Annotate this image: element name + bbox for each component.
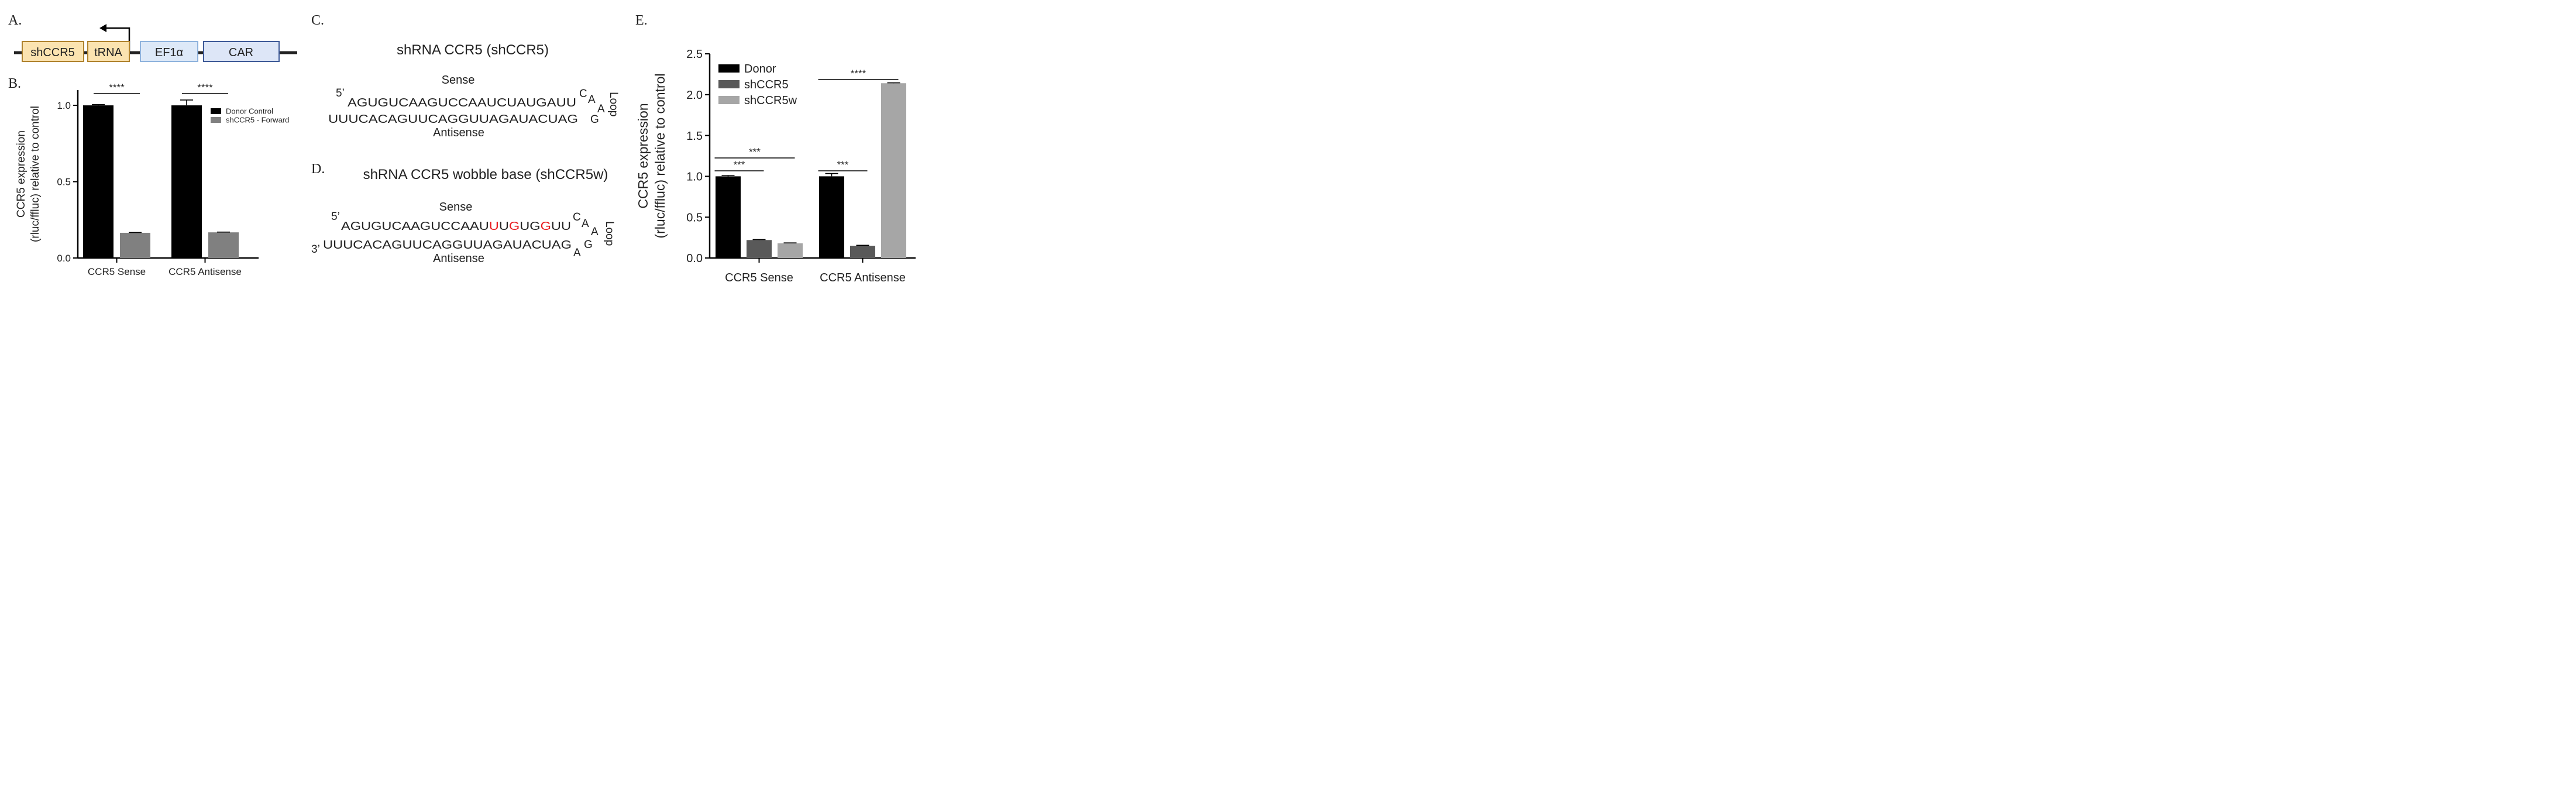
box-trna — [87, 41, 130, 62]
y-axis-label: CCR5 expression(rluc/ffluc) relative to … — [15, 106, 42, 242]
significance-label: **** — [109, 82, 125, 93]
legend-swatch — [211, 108, 221, 114]
legend-label: Donor — [744, 63, 776, 75]
panel-d: D. shRNA CCR5 wobble base (shCCR5w) Sens… — [311, 161, 615, 265]
significance-label: *** — [734, 159, 745, 170]
panel-c-loop-a1: A — [588, 94, 596, 106]
legend-label: shCCR5 - Forward — [226, 116, 289, 125]
y-tick-label: 0.5 — [57, 177, 71, 188]
bar — [171, 105, 202, 258]
y-tick-label: 1.5 — [686, 130, 703, 143]
panel-d-loop-c: C — [573, 211, 581, 223]
bar — [819, 176, 844, 258]
significance-label: *** — [837, 159, 849, 170]
y-tick-label: 2.5 — [686, 48, 703, 61]
panel-c-loop-g: G — [590, 113, 599, 126]
panel-d-loop-label: Loop — [603, 221, 615, 246]
box-car — [203, 41, 280, 62]
seq-part: UU — [551, 220, 571, 233]
panel-c-antisense-seq: UUUCACAGUUCAGGUUAGAUACUAG — [328, 113, 578, 126]
bar — [881, 83, 906, 259]
significance-label: *** — [749, 146, 761, 157]
x-tick-label: CCR5 Antisense — [168, 266, 242, 277]
panel-d-three-prime: 3’ — [311, 243, 320, 256]
panel-c-loop-c: C — [579, 88, 587, 100]
bar — [83, 105, 114, 258]
legend-swatch — [211, 117, 221, 123]
legend-swatch — [718, 80, 740, 88]
box-ef1a — [140, 41, 198, 62]
y-tick-label: 0.0 — [686, 252, 703, 265]
legend-swatch — [718, 96, 740, 104]
x-tick-label: CCR5 Sense — [725, 271, 793, 284]
bar — [778, 243, 803, 258]
panel-d-antisense-seq: UUUCACAGUUCAGGUUAGAUACUAG — [323, 239, 572, 252]
box-ef1a-label: EF1α — [155, 46, 183, 59]
panel-c-letter: C. — [311, 13, 324, 28]
wobble-base: G — [509, 220, 520, 233]
panel-d-loop-g: G — [584, 239, 593, 251]
box-car-label: CAR — [229, 46, 253, 59]
panel-e-letter: E. — [635, 13, 648, 28]
panel-d-loop-a1: A — [582, 218, 589, 230]
panel-c-loop-label: Loop — [607, 92, 620, 116]
y-tick-label: 0.5 — [686, 211, 703, 224]
x-tick-label: CCR5 Sense — [88, 266, 146, 277]
panel-d-five-prime: 5’ — [331, 211, 340, 223]
seq-part: U — [499, 220, 509, 233]
seq-part: UG — [520, 220, 540, 233]
panel-c-loop-a2: A — [597, 103, 605, 115]
y-tick-label: 1.0 — [57, 100, 71, 111]
panel-d-loop-a2: A — [591, 226, 599, 238]
panel-c-sense-label: Sense — [442, 74, 475, 87]
bar — [716, 176, 741, 258]
panel-d-letter: D. — [311, 161, 325, 177]
wobble-base: G — [541, 220, 551, 233]
y-tick-label: 2.0 — [686, 89, 703, 102]
panel-c-sense-seq: AGUGUCAAGUCCAAUCUAUGAUU — [348, 97, 576, 109]
box-shccr5 — [22, 41, 84, 62]
y-axis-label-line: (rluc/ffluc) relative to control — [29, 106, 42, 242]
seq-part: AGUGUCAAGUCCAAU — [341, 220, 489, 233]
bar — [747, 240, 772, 258]
panel-a: A. shCCR5 tRNA EF1α CAR — [8, 13, 297, 62]
y-axis-label: CCR5 expression(rluc/ffluc) relative to … — [635, 73, 668, 238]
bar — [208, 232, 239, 258]
legend-label: shCCR5 — [744, 78, 789, 91]
panel-c-five-prime: 5’ — [336, 87, 345, 99]
y-tick-label: 1.0 — [686, 171, 703, 184]
promoter-arrowhead-icon — [99, 24, 106, 32]
panel-d-title: shRNA CCR5 wobble base (shCCR5w) — [363, 167, 608, 183]
significance-label: **** — [851, 68, 866, 79]
y-axis-label-line: (rluc/ffluc) relative to control — [652, 73, 668, 238]
significance-label: **** — [197, 82, 213, 93]
panel-b-letter: B. — [8, 76, 21, 91]
panel-d-sense-label: Sense — [439, 201, 473, 214]
y-axis-label-line: CCR5 expression — [635, 103, 651, 208]
wobble-base: U — [489, 220, 499, 233]
figure: A. shCCR5 tRNA EF1α CAR B. 0.00.51.0CCR5… — [8, 13, 916, 284]
panel-d-antisense-label: Antisense — [433, 252, 484, 265]
panel-c: C. shRNA CCR5 (shCCR5) Sense 5’ AGUGUCAA… — [311, 13, 620, 139]
panel-a-letter: A. — [8, 13, 22, 28]
y-axis-label-line: CCR5 expression — [15, 130, 27, 218]
bar — [120, 232, 150, 258]
panel-c-antisense-label: Antisense — [433, 126, 484, 139]
panel-c-title: shRNA CCR5 (shCCR5) — [397, 42, 549, 58]
panel-d-loop-a3: A — [573, 247, 581, 259]
box-trna-label: tRNA — [94, 46, 122, 59]
legend-label: Donor Control — [226, 107, 273, 116]
legend-label: shCCR5w — [744, 94, 797, 107]
x-tick-label: CCR5 Antisense — [820, 271, 906, 284]
box-shccr5-label: shCCR5 — [30, 46, 75, 59]
legend-swatch — [718, 64, 740, 73]
bar — [850, 246, 875, 258]
y-tick-label: 0.0 — [57, 253, 71, 264]
